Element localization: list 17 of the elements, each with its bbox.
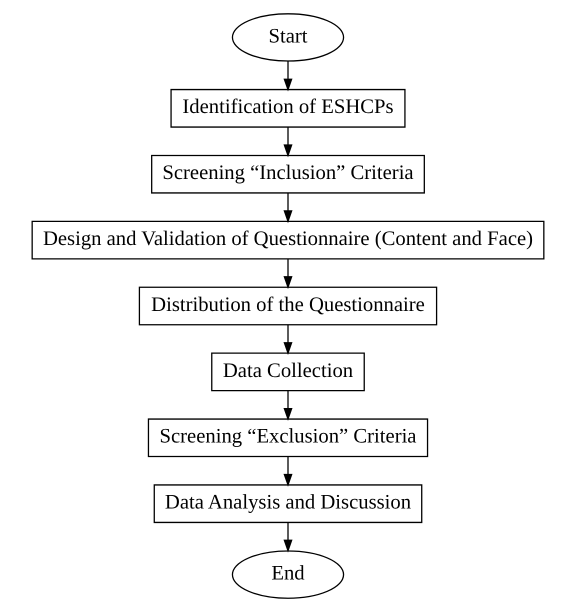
- arrow: [283, 61, 293, 92]
- node-ellipse: End: [232, 550, 344, 599]
- arrow: [283, 193, 293, 224]
- arrow: [283, 456, 293, 487]
- arrow: [283, 324, 293, 356]
- node-ellipse: Start: [232, 13, 344, 62]
- node-box: Screening “Inclusion” Criteria: [151, 154, 425, 194]
- arrow: [283, 259, 293, 290]
- arrow: [283, 390, 293, 421]
- node-box: Screening “Exclusion” Criteria: [148, 418, 428, 458]
- arrow: [283, 522, 293, 553]
- node-box: Distribution of the Questionnaire: [138, 286, 438, 326]
- node-box: Data Analysis and Discussion: [154, 484, 422, 524]
- node-box: Identification of ESHCPs: [170, 88, 406, 128]
- node-box: Data Collection: [211, 352, 365, 392]
- node-box: Design and Validation of Questionnaire (Content and Face): [32, 220, 544, 260]
- arrow: [283, 127, 293, 158]
